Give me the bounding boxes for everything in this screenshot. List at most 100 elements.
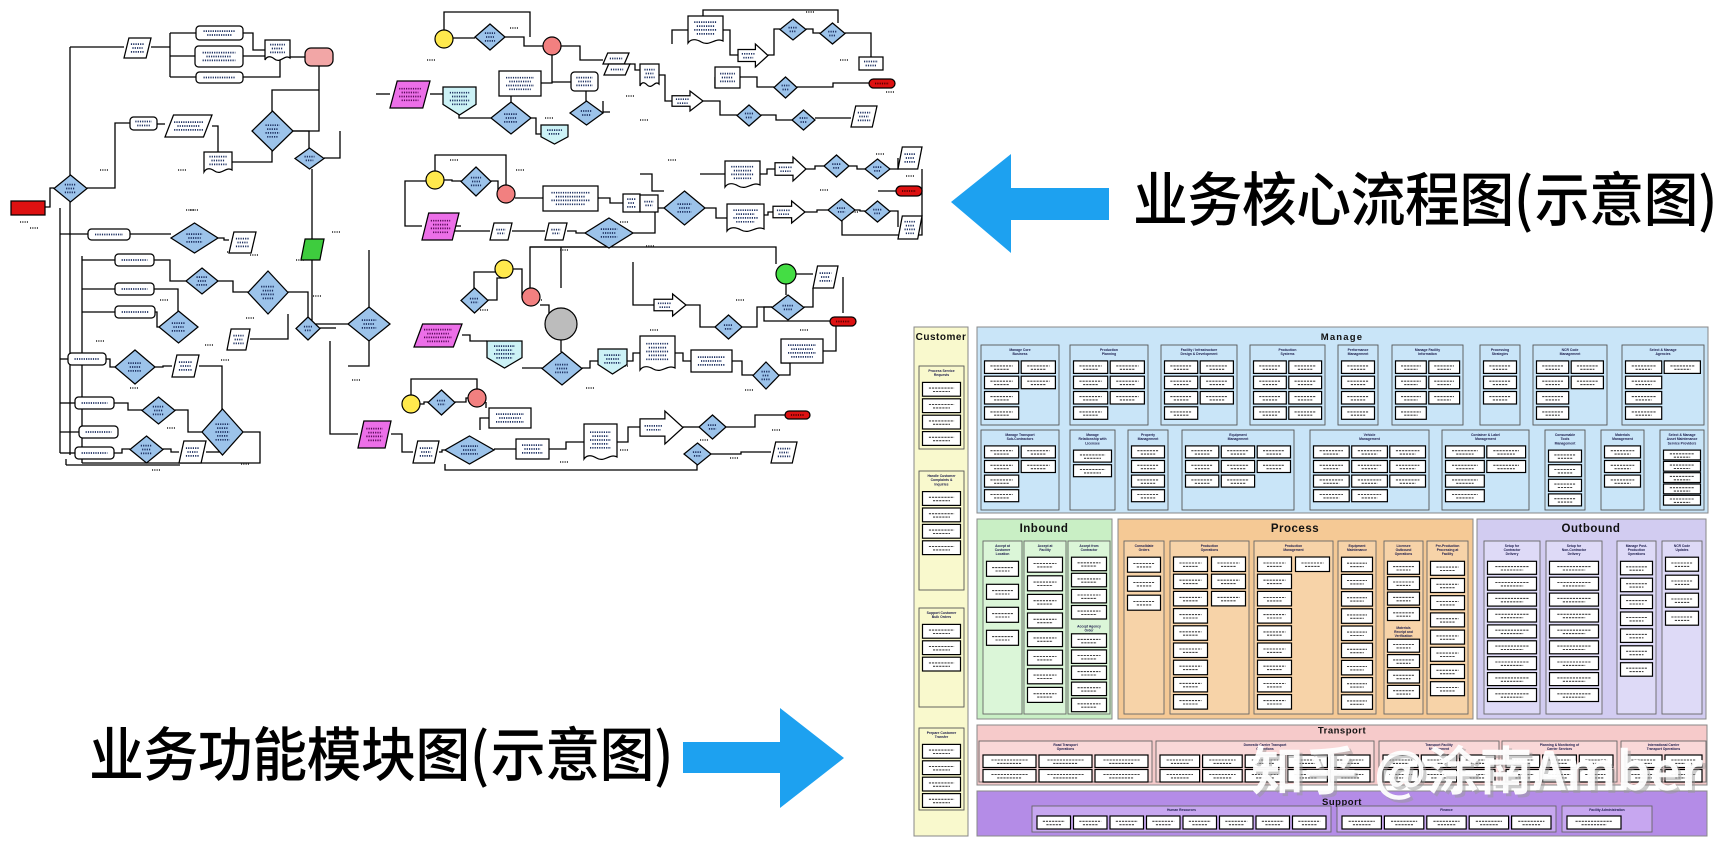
svg-text:Human Resources: Human Resources: [1167, 808, 1196, 812]
svg-text:NCR Code: NCR Code: [1562, 348, 1579, 352]
svg-text:Facility Administration: Facility Administration: [1589, 808, 1624, 812]
svg-text:Transport: Transport: [1318, 726, 1367, 737]
svg-text:Accept Agency: Accept Agency: [1077, 625, 1101, 629]
svg-text:Order: Order: [1085, 629, 1095, 633]
svg-text:Management: Management: [1348, 352, 1370, 356]
svg-text:Contractor: Contractor: [1081, 548, 1099, 552]
svg-text:Non-Contractor: Non-Contractor: [1562, 548, 1587, 552]
svg-text:Contractor: Contractor: [1504, 548, 1522, 552]
svg-text:Production: Production: [1279, 348, 1297, 352]
svg-text:Production: Production: [1285, 544, 1302, 548]
svg-text:Management: Management: [1612, 437, 1634, 441]
svg-text:Materials: Materials: [1615, 433, 1630, 437]
svg-text:Licensee: Licensee: [1085, 441, 1100, 445]
svg-text:Select & Manage: Select & Manage: [1650, 348, 1677, 352]
svg-text:Manage Post-: Manage Post-: [1626, 544, 1647, 548]
svg-text:Delivery: Delivery: [1568, 552, 1581, 556]
svg-text:Process Service: Process Service: [928, 369, 954, 373]
svg-text:Accept at: Accept at: [995, 544, 1011, 548]
svg-text:International Carrier: International Carrier: [1648, 743, 1680, 747]
svg-text:Inbound: Inbound: [1020, 523, 1069, 535]
svg-text:Consumable: Consumable: [1555, 433, 1575, 437]
svg-text:Transport Operations: Transport Operations: [1647, 747, 1681, 751]
svg-text:Process: Process: [1271, 523, 1319, 535]
svg-text:Support Customer: Support Customer: [927, 611, 957, 615]
svg-text:Performance: Performance: [1348, 348, 1369, 352]
svg-text:Maintenance: Maintenance: [1347, 548, 1367, 552]
svg-text:Accept at: Accept at: [1038, 544, 1054, 548]
svg-text:Facility: Facility: [1442, 552, 1454, 556]
svg-text:Agencies: Agencies: [1655, 352, 1670, 356]
svg-text:Processing: Processing: [1491, 348, 1509, 352]
svg-text:Prepare Customer: Prepare Customer: [927, 731, 957, 735]
svg-text:Facility: Facility: [1039, 548, 1051, 552]
svg-text:Location: Location: [996, 552, 1010, 556]
svg-text:Customer: Customer: [995, 548, 1011, 552]
svg-text:Business: Business: [1012, 352, 1027, 356]
svg-text:Setup for: Setup for: [1505, 544, 1520, 548]
svg-text:Receipt and: Receipt and: [1394, 630, 1413, 634]
svg-text:Licensee: Licensee: [1396, 544, 1410, 548]
svg-text:Management: Management: [1359, 437, 1381, 441]
svg-text:Materials: Materials: [1396, 626, 1410, 630]
svg-text:Production: Production: [1100, 348, 1118, 352]
svg-text:Management: Management: [1560, 352, 1582, 356]
svg-text:Complaints &: Complaints &: [931, 478, 953, 482]
svg-text:Customer: Customer: [916, 332, 967, 343]
svg-text:Vehicle: Vehicle: [1364, 433, 1376, 437]
svg-text:Consolidate: Consolidate: [1135, 544, 1154, 548]
svg-text:Equipment: Equipment: [1348, 544, 1366, 548]
svg-text:Domestic Carrier Transport: Domestic Carrier Transport: [1244, 743, 1288, 747]
svg-text:Management: Management: [1228, 437, 1250, 441]
svg-text:Production: Production: [1201, 544, 1218, 548]
svg-text:Production: Production: [1628, 548, 1645, 552]
svg-text:Design & Development: Design & Development: [1181, 352, 1219, 356]
svg-text:Bulk Orders: Bulk Orders: [932, 615, 952, 619]
svg-text:Sub-Contractors: Sub-Contractors: [1007, 437, 1034, 441]
svg-text:Manage Facility: Manage Facility: [1415, 348, 1440, 352]
svg-text:Verification: Verification: [1395, 634, 1413, 638]
svg-text:Road Transport: Road Transport: [1053, 743, 1078, 747]
svg-text:Property: Property: [1141, 433, 1155, 437]
svg-text:Operations: Operations: [1057, 747, 1075, 751]
svg-text:Outbound: Outbound: [1396, 548, 1412, 552]
svg-text:Equipment: Equipment: [1229, 433, 1247, 437]
svg-text:Asset Maintenance: Asset Maintenance: [1667, 437, 1698, 441]
svg-text:Select & Manage: Select & Manage: [1669, 433, 1696, 437]
svg-text:Transfer: Transfer: [935, 735, 949, 739]
svg-text:Inquiries: Inquiries: [934, 482, 948, 486]
svg-text:Manage: Manage: [1086, 433, 1099, 437]
svg-text:Systems: Systems: [1281, 352, 1295, 356]
svg-text:Container & Label: Container & Label: [1471, 433, 1500, 437]
svg-text:Outbound: Outbound: [1562, 523, 1621, 535]
svg-text:Handle Customer: Handle Customer: [927, 474, 956, 478]
svg-text:Management: Management: [1475, 437, 1497, 441]
svg-text:Management: Management: [1555, 441, 1577, 445]
svg-text:Operations: Operations: [1201, 548, 1219, 552]
svg-text:Manage Transport: Manage Transport: [1005, 433, 1035, 437]
svg-text:Requests: Requests: [934, 373, 949, 377]
svg-text:Management: Management: [1283, 548, 1304, 552]
svg-text:Service Providers: Service Providers: [1668, 441, 1697, 445]
svg-text:Management: Management: [1138, 437, 1160, 441]
svg-text:Manage: Manage: [1321, 332, 1364, 343]
svg-text:NCR Code: NCR Code: [1674, 544, 1690, 548]
svg-text:Setup for: Setup for: [1567, 544, 1582, 548]
svg-text:Manage Core: Manage Core: [1009, 348, 1030, 352]
svg-text:Updates: Updates: [1675, 548, 1688, 552]
svg-text:Planning: Planning: [1102, 352, 1116, 356]
svg-text:Operations: Operations: [1395, 552, 1413, 556]
svg-text:Tools: Tools: [1561, 437, 1570, 441]
svg-text:Relationship with: Relationship with: [1078, 437, 1106, 441]
svg-text:Orders: Orders: [1139, 548, 1150, 552]
svg-text:Accept from: Accept from: [1079, 544, 1098, 548]
svg-text:Delivery: Delivery: [1506, 552, 1519, 556]
svg-text:Information: Information: [1418, 352, 1437, 356]
svg-text:Pre-Production: Pre-Production: [1436, 544, 1460, 548]
svg-text:Transport Facility: Transport Facility: [1425, 743, 1453, 747]
svg-text:Finance: Finance: [1440, 808, 1453, 812]
svg-text:Planning & Monitoring of: Planning & Monitoring of: [1540, 743, 1580, 747]
svg-text:Processing at: Processing at: [1437, 548, 1460, 552]
svg-text:Operations: Operations: [1628, 552, 1646, 556]
svg-text:Carrier Services: Carrier Services: [1547, 747, 1572, 751]
